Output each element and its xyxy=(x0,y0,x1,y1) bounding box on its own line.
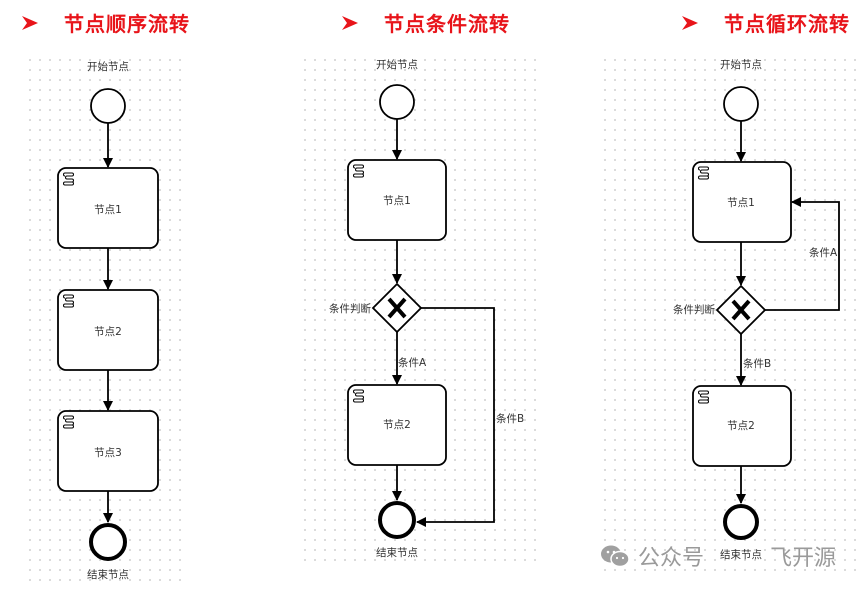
start-label: 开始节点 xyxy=(720,58,762,71)
title-sequential: 节点顺序流转 xyxy=(22,8,190,37)
title-text: 节点顺序流转 xyxy=(64,12,190,36)
end-event[interactable] xyxy=(89,523,127,561)
diagram-loop: 开始节点 节点1 条件判断 条件A 条件B 节点2 结束节点 xyxy=(673,58,840,561)
start-event[interactable] xyxy=(90,88,126,124)
arrow-bullet-icon xyxy=(342,15,358,30)
condition-a-label: 条件A xyxy=(809,246,838,259)
condition-a-label: 条件A xyxy=(398,356,427,369)
watermark: 公众号 飞开源 xyxy=(600,540,836,572)
end-event[interactable] xyxy=(378,501,416,539)
node-label: 节点1 xyxy=(727,197,755,209)
node-label: 节点3 xyxy=(94,447,122,459)
watermark-left-text: 公众号 xyxy=(638,546,705,571)
node-label: 节点1 xyxy=(94,204,122,216)
node-label: 节点2 xyxy=(383,419,411,431)
node-label: 节点2 xyxy=(727,420,755,432)
diagram-conditional: 开始节点 节点1 条件判断 条件A 节点2 条件B 结束节点 xyxy=(329,58,524,559)
title-text: 节点循环流转 xyxy=(724,12,850,36)
task-node-2[interactable] xyxy=(692,385,792,467)
start-label: 开始节点 xyxy=(376,58,418,71)
x-icon xyxy=(731,299,751,321)
start-event[interactable] xyxy=(379,84,415,120)
arrow-bullet-icon xyxy=(22,15,38,30)
end-label: 结束节点 xyxy=(720,548,762,561)
start-label: 开始节点 xyxy=(87,60,129,73)
end-event[interactable] xyxy=(723,504,759,540)
title-text: 节点条件流转 xyxy=(384,12,510,36)
watermark-right-text: 飞开源 xyxy=(770,546,837,571)
arrow-bullet-icon xyxy=(682,15,698,30)
condition-b-label: 条件B xyxy=(743,357,771,370)
node-label: 节点1 xyxy=(383,195,411,207)
title-loop: 节点循环流转 xyxy=(682,8,850,37)
title-conditional: 节点条件流转 xyxy=(342,8,510,37)
gateway-label: 条件判断 xyxy=(673,303,715,316)
wechat-icon xyxy=(601,545,630,568)
flow-edge-condA-loop xyxy=(765,197,840,311)
node-label: 节点2 xyxy=(94,326,122,338)
x-icon xyxy=(387,297,407,319)
diagram-sequential: 开始节点 节点1 节点2 节点3 结束节点 xyxy=(57,60,159,581)
end-label: 结束节点 xyxy=(87,568,129,581)
condition-b-label: 条件B xyxy=(496,412,524,425)
start-event[interactable] xyxy=(723,86,759,122)
flow-edge-condB xyxy=(416,307,495,527)
end-label: 结束节点 xyxy=(376,546,418,559)
gateway-label: 条件判断 xyxy=(329,302,371,315)
